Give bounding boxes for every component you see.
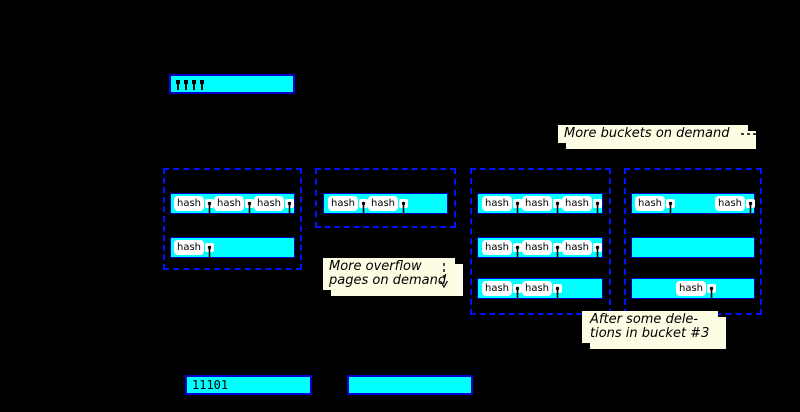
- record-pin-icon: [707, 284, 717, 307]
- record-entry: hash: [482, 281, 523, 309]
- record-pin-icon: [513, 199, 523, 222]
- record-entry: hash: [676, 281, 717, 309]
- dashed-down-arrow-icon: [439, 263, 449, 288]
- record-entry: hash: [522, 281, 563, 309]
- bucket-1: hash hash hash: [163, 168, 302, 270]
- record-pointer-pin: [184, 80, 188, 90]
- bucket-1-page-2: hash: [170, 237, 295, 266]
- record-hash-label: hash: [254, 196, 285, 211]
- record-pin-icon: [205, 243, 215, 266]
- note-more-overflow: More overflow pages on demand: [323, 258, 455, 290]
- note-after-deletions-line2: tions in bucket #3: [590, 326, 710, 341]
- record-hash-label: hash: [676, 281, 707, 296]
- record-entry: hash: [482, 240, 523, 268]
- record-entry: hash: [522, 196, 563, 224]
- bucket-1-page-1: hash hash hash: [170, 193, 295, 222]
- record-pin-icon: [553, 243, 563, 266]
- record-entry: hash: [174, 196, 215, 224]
- note-more-buckets-text: More buckets on demand: [564, 126, 730, 141]
- record-pin-icon: [593, 243, 603, 266]
- record-hash-label: hash: [562, 240, 593, 255]
- bucket-3-page-2: hash hash hash: [477, 237, 603, 266]
- record-pin-icon: [399, 199, 409, 222]
- record-pin-icon: [359, 199, 369, 222]
- record-pin-icon: [746, 199, 756, 222]
- bucket-2: hash hash: [315, 168, 456, 228]
- record-hash-label: hash: [174, 240, 205, 255]
- note-more-overflow-line1: More overflow: [329, 259, 422, 274]
- record-hash-label: hash: [522, 281, 553, 296]
- record-pin-icon: [553, 199, 563, 222]
- record-entry: hash: [522, 240, 563, 268]
- record-hash-label: hash: [482, 281, 513, 296]
- record-pin-icon: [285, 199, 295, 222]
- note-after-deletions: After some dele- tions in bucket #3: [582, 311, 718, 343]
- record-hash-label: hash: [174, 196, 205, 211]
- record-entry: hash: [562, 196, 603, 224]
- record-pin-icon: [553, 284, 563, 307]
- record-pin-icon: [593, 199, 603, 222]
- bucket-4-page-2: [631, 237, 755, 258]
- record-entry: hash: [214, 196, 255, 224]
- note-more-overflow-line2: pages on demand: [329, 273, 447, 288]
- record-pointer-pin: [176, 80, 180, 90]
- record-entry: hash: [254, 196, 295, 224]
- record-entry: hash: [562, 240, 603, 268]
- record-entry: hash: [482, 196, 523, 224]
- bucket-4-page-3: hash: [631, 278, 755, 307]
- dashed-right-arrow-icon: [740, 129, 775, 139]
- bucket-4-page-1: hash hash: [631, 193, 756, 222]
- record-hash-label: hash: [522, 240, 553, 255]
- record-entry: hash: [368, 196, 409, 224]
- record-pointer-pin: [192, 80, 196, 90]
- record-hash-label: hash: [635, 196, 666, 211]
- record-hash-label: hash: [482, 240, 513, 255]
- record-pin-icon: [205, 199, 215, 222]
- bucket-3-page-3: hash hash: [477, 278, 603, 307]
- record-hash-label: hash: [368, 196, 399, 211]
- record-hash-label: hash: [715, 196, 746, 211]
- record-entry: hash: [715, 196, 756, 224]
- note-more-buckets: More buckets on demand: [558, 125, 775, 143]
- bucket-3: hash hash hash: [470, 168, 611, 315]
- record-pin-icon: [245, 199, 255, 222]
- record-entry: hash: [635, 196, 676, 224]
- hash-key-box: 11101: [185, 375, 312, 395]
- record-pin-icon: [513, 284, 523, 307]
- record-hash-label: hash: [562, 196, 593, 211]
- record-hash-label: hash: [482, 196, 513, 211]
- bucket-3-page-1: hash hash hash: [477, 193, 603, 222]
- directory-page: [169, 74, 295, 94]
- record-entry: hash: [328, 196, 369, 224]
- note-after-deletions-line1: After some dele-: [590, 312, 699, 327]
- record-hash-label: hash: [328, 196, 359, 211]
- bucket-2-page-1: hash hash: [323, 193, 448, 222]
- bucket-4: hash hash hash: [624, 168, 762, 315]
- record-hash-label: hash: [522, 196, 553, 211]
- record-entry: hash: [174, 240, 215, 268]
- record-pin-icon: [666, 199, 676, 222]
- record-pin-icon: [513, 243, 523, 266]
- record-hash-label: hash: [214, 196, 245, 211]
- record-pointer-pin: [200, 80, 204, 90]
- empty-key-box: [347, 375, 473, 395]
